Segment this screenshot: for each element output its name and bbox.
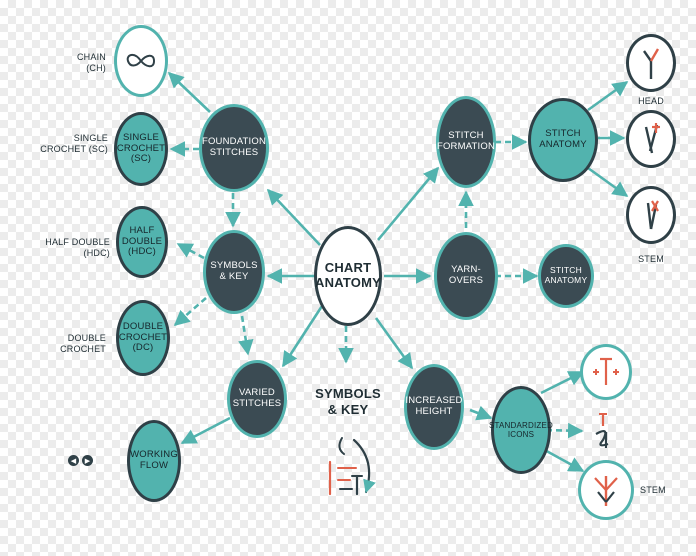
- chain-loop-icon: [126, 54, 156, 68]
- arrow-anatomy-to-stem: [587, 166, 629, 198]
- node-standardized-icons[interactable]: STANDARDIZED ICONS: [489, 386, 553, 474]
- label-chain: CHAIN (CH): [76, 52, 106, 73]
- node-stitch-anatomy-top[interactable]: STITCH ANATOMY: [528, 98, 598, 182]
- arrow-icons-to-top: [540, 370, 585, 395]
- stitch-head-icon: [643, 48, 660, 79]
- node-symbols-key[interactable]: SYMBOLS & KEY: [203, 230, 265, 314]
- dash-symbols-to-hdc: [176, 242, 205, 260]
- arrow-icons-to-bottom: [540, 446, 585, 473]
- label-head: HEAD: [638, 96, 664, 106]
- stitch-head-circle[interactable]: [626, 34, 676, 92]
- arrow-center-to-foundation: [266, 188, 321, 246]
- label-half-double: HALF DOUBLE (HDC): [45, 237, 110, 258]
- node-increased-height[interactable]: INCREASED HEIGHT: [404, 364, 464, 450]
- arrow-foundation-to-chain: [167, 71, 211, 113]
- floating-symbols-art: [328, 437, 376, 496]
- node-yarn-overs[interactable]: YARN- OVERS: [434, 232, 498, 320]
- chain-circle[interactable]: [114, 25, 168, 97]
- node-single-crochet[interactable]: SINGLE CROCHET (SC): [114, 112, 168, 186]
- label-double-crochet: DOUBLE CROCHET: [60, 333, 106, 354]
- stitch-stem-icon: [646, 200, 659, 230]
- stitch-stem-icon: [644, 123, 660, 154]
- stitch-twist-icon: [595, 413, 609, 448]
- stitch-plus-icon: [593, 357, 619, 385]
- arrow-increased-to-icons: [469, 405, 493, 421]
- stitch-stem-icon: [594, 476, 618, 506]
- node-stitch-formation[interactable]: STITCH FORMATION: [436, 96, 496, 188]
- chevron-left-icon[interactable]: ◀: [68, 455, 79, 466]
- chevron-right-icon[interactable]: ▶: [82, 455, 93, 466]
- node-foundation-stitches[interactable]: FOUNDATION STITCHES: [199, 104, 269, 192]
- label-stem-bottom: STEM: [640, 485, 666, 495]
- center-node-chart-anatomy[interactable]: CHART ANATOMY: [314, 226, 382, 326]
- arrow-varied-to-working: [180, 416, 231, 445]
- icon-circle-stem[interactable]: [578, 460, 634, 520]
- icon-twist-stitch[interactable]: [588, 408, 618, 452]
- node-half-double[interactable]: HALF DOUBLE (HDC): [116, 206, 168, 278]
- arrow-center-to-increased: [374, 317, 414, 370]
- arrow-center-to-varied: [281, 305, 324, 368]
- dash-symbols-to-varied: [238, 315, 254, 356]
- label-single-crochet: SINGLE CROCHET (SC): [40, 133, 108, 154]
- node-working-flow[interactable]: WORKING FLOW: [127, 420, 181, 502]
- label-stem-top: STEM: [638, 254, 664, 264]
- node-stitch-anatomy-mid[interactable]: STITCH ANATOMY: [538, 244, 594, 308]
- arrow-anatomy-to-head: [587, 80, 629, 112]
- stitch-mid-circle[interactable]: [626, 110, 676, 168]
- stitch-stem-circle[interactable]: [626, 186, 676, 244]
- node-varied-stitches[interactable]: VARIED STITCHES: [227, 360, 287, 438]
- arrow-center-to-formation: [377, 166, 439, 241]
- node-double-crochet[interactable]: DOUBLE CROCHET (DC): [116, 300, 170, 376]
- floating-symbols-key-title: SYMBOLS & KEY: [315, 386, 381, 417]
- dash-icons-to-middle: [545, 422, 584, 439]
- dash-symbols-to-dc: [173, 297, 207, 327]
- icon-circle-plus[interactable]: [580, 344, 632, 400]
